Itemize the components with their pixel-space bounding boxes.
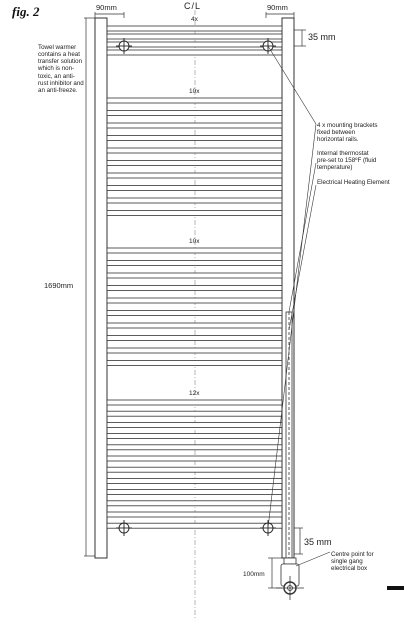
dim-height: 1690mm xyxy=(44,281,74,290)
note-heating-element: Electrical Heating Element xyxy=(317,179,390,186)
leader-lines xyxy=(267,45,331,567)
rail-group-4-rail-7 xyxy=(106,466,283,473)
rail-count-group-4: 12x xyxy=(189,390,200,397)
rail-group-4-rail-2 xyxy=(106,410,283,417)
dim-top-offset: 35 mm xyxy=(308,32,336,42)
note-mounting-brackets: 4 x mounting brackets fixed between hori… xyxy=(317,122,378,144)
rail-group-1-rail-1 xyxy=(106,25,283,32)
end-mark xyxy=(387,586,404,590)
mounting-brackets xyxy=(116,38,276,536)
rail-group-3-rail-1 xyxy=(106,247,283,254)
rail-group-4-rail-4 xyxy=(106,433,283,440)
rail-group-1-rail-2 xyxy=(106,33,283,40)
drop-dimension-line xyxy=(268,557,282,589)
rail-group-3-rail-4 xyxy=(106,285,283,291)
rail-group-4-rail-12 xyxy=(106,522,283,529)
rail-count-group-2: 10x xyxy=(189,88,200,95)
rail-group-4-rail-3 xyxy=(106,421,283,428)
dim-left-width: 90mm xyxy=(96,3,117,12)
rail-group-3-rail-5 xyxy=(106,297,283,304)
dim-right-width: 90mm xyxy=(267,3,288,12)
rail-group-3-rail-10 xyxy=(106,360,283,366)
rail-group-2-rail-6 xyxy=(106,160,283,166)
rail-group-3-rail-3 xyxy=(106,272,283,279)
rail-group-4-rail-10 xyxy=(106,500,283,507)
rail-group-2-rail-10 xyxy=(106,210,283,216)
left-upright xyxy=(94,17,108,559)
rail-group-2-rail-4 xyxy=(106,135,283,141)
rail-group-4-rail-9 xyxy=(106,489,283,496)
rail-group-2-rail-5 xyxy=(106,147,283,154)
rail-group-1-rail-4 xyxy=(106,49,283,56)
rail-group-3-rail-2 xyxy=(106,260,283,266)
rail-group-3-rail-9 xyxy=(106,347,283,354)
rail-group-4-rail-6 xyxy=(106,455,283,462)
horizontal-rails xyxy=(106,25,283,529)
bracket-bottom-left xyxy=(116,520,132,536)
rail-group-4-rail-1 xyxy=(106,399,283,406)
rail-group-2-rail-8 xyxy=(106,185,283,191)
figure-label: fig. 2 xyxy=(12,4,40,19)
rail-group-4-rail-8 xyxy=(106,477,283,484)
note-towel-warmer: Towel warmer contains a heat transfer so… xyxy=(38,44,84,94)
rail-group-2-rail-9 xyxy=(106,197,283,204)
dim-bottom-offset: 35 mm xyxy=(304,537,332,547)
rail-group-4-rail-11 xyxy=(106,511,283,518)
rail-group-3-rail-6 xyxy=(106,310,283,316)
rail-group-2-rail-2 xyxy=(106,110,283,116)
rail-count-group-1: 4x xyxy=(191,16,198,23)
rail-group-4-rail-5 xyxy=(106,444,283,451)
rail-group-2-rail-7 xyxy=(106,172,283,179)
dim-drop: 100mm xyxy=(243,571,265,578)
note-centre-point: Centre point for single gang electrical … xyxy=(331,551,374,573)
centerline-label: C/L xyxy=(184,1,202,11)
height-dimension-line xyxy=(84,17,95,557)
rail-group-3-rail-7 xyxy=(106,322,283,329)
rail-group-3-rail-8 xyxy=(106,335,283,341)
rail-count-group-3: 10x xyxy=(189,238,200,245)
rail-group-1-rail-3 xyxy=(106,41,283,48)
top-dimension-lines xyxy=(94,12,306,555)
rail-group-2-rail-3 xyxy=(106,122,283,129)
rail-group-2-rail-1 xyxy=(106,97,283,104)
note-internal-thermostat: Internal thermostat pre-set to 158ºF (fl… xyxy=(317,150,377,172)
bracket-top-left xyxy=(116,38,132,54)
